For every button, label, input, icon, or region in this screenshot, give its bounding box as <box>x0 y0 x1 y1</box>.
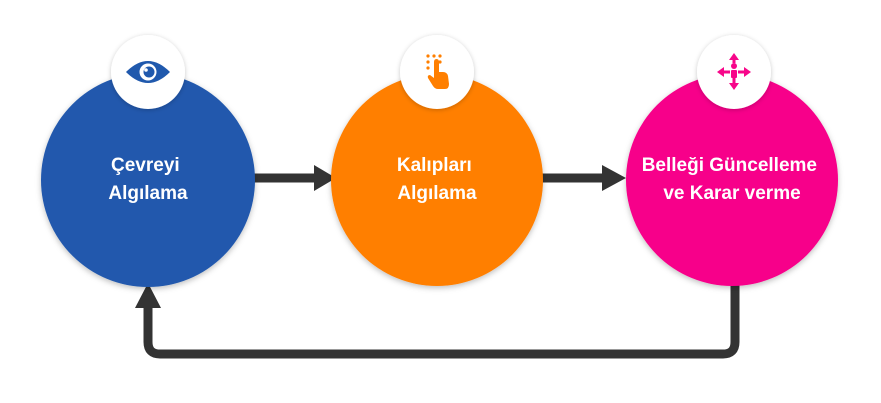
step-2-badge <box>400 35 474 109</box>
touch-tap-icon <box>426 54 449 89</box>
step-2-label-line1: Kalıpları <box>397 155 472 176</box>
eye-icon <box>126 61 170 83</box>
step-2-circle <box>331 74 543 286</box>
step-3-circle <box>626 74 838 286</box>
step-2: Kalıpları Algılama <box>331 35 543 286</box>
arrow-step2-to-step3 <box>542 165 626 191</box>
svg-text:Belleği Güncelleme ve Ka: Belleği Güncelleme ve Karar verme <box>642 155 823 204</box>
step-1-badge <box>111 35 185 109</box>
step-3-badge <box>697 35 771 109</box>
step-3-label-line1: Belleği Güncelleme <box>642 155 817 176</box>
svg-text:Çevreyi Algılama: Çevreyi Algılama <box>108 155 188 204</box>
step-2-label-line2: Algılama <box>397 183 477 204</box>
step-1-label-line1: Çevreyi <box>111 155 180 176</box>
step-1: Çevreyi Algılama <box>41 35 255 287</box>
arrow-step1-to-step2 <box>248 165 336 191</box>
step-3-label-line2: ve Karar verme <box>663 183 800 204</box>
step-1-label-line2: Algılama <box>108 183 188 204</box>
person-arrows-icon <box>717 53 751 90</box>
step-1-circle <box>41 73 255 287</box>
step-3: Belleği Güncelleme ve Karar verme <box>626 35 838 286</box>
arrow-loop-back <box>135 282 740 359</box>
svg-text:Kalıpları Algılama: Kalıpları Algılama <box>397 155 477 204</box>
